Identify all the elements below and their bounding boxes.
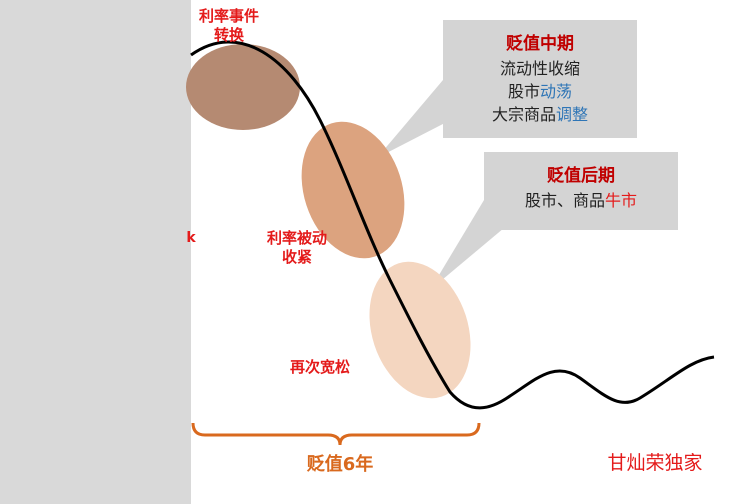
left-grey-panel: [0, 0, 191, 504]
callout-mid-line3: 大宗商品调整: [443, 103, 637, 126]
watermark: 甘灿荣独家: [607, 452, 703, 474]
brace-label: 贬值6年: [306, 454, 374, 475]
callout-mid: 贬值中期 流动性收缩 股市动荡 大宗商品调整: [443, 32, 637, 126]
callout-mid-line3-prefix: 大宗商品: [491, 105, 556, 125]
callout-mid-line1: 流动性收缩: [499, 58, 580, 78]
callout-late-line1-prefix: 股市、商品: [524, 190, 605, 210]
callout-mid-title: 贬值中期: [506, 34, 574, 54]
phase-ellipse-3: [369, 261, 471, 399]
label-passive-tightening-line1: 利率被动: [266, 229, 327, 247]
callout-mid-shape: [377, 20, 637, 158]
duration-brace: [191, 422, 481, 446]
label-event-switch-line2: 转换: [213, 25, 244, 44]
callout-late-line1-highlight: 牛市: [605, 190, 638, 210]
label-event-switch: 利率事件 转换: [184, 7, 274, 45]
exchange-rate-curve: [190, 40, 715, 410]
callout-late: 贬值后期 股市、商品牛市: [484, 164, 678, 212]
label-easing-again: 再次宽松: [289, 358, 350, 376]
phase-ellipse-1: [186, 44, 300, 130]
callout-mid-line2-highlight: 动荡: [540, 81, 573, 101]
callout-late-line1: 股市、商品牛市: [484, 189, 678, 212]
callout-mid-line2-prefix: 股市: [507, 81, 540, 101]
phase-ellipse-2: [301, 121, 405, 259]
label-passive-tightening-line2: 收紧: [281, 247, 312, 266]
callout-mid-line2: 股市动荡: [443, 80, 637, 103]
left-cut-fragment: k: [186, 230, 196, 246]
callout-late-shape: [430, 152, 678, 290]
label-passive-tightening: 利率被动 收紧: [252, 229, 342, 267]
callout-mid-line3-highlight: 调整: [556, 105, 589, 125]
callout-late-title: 贬值后期: [547, 166, 615, 186]
label-event-switch-line1: 利率事件: [198, 7, 259, 25]
